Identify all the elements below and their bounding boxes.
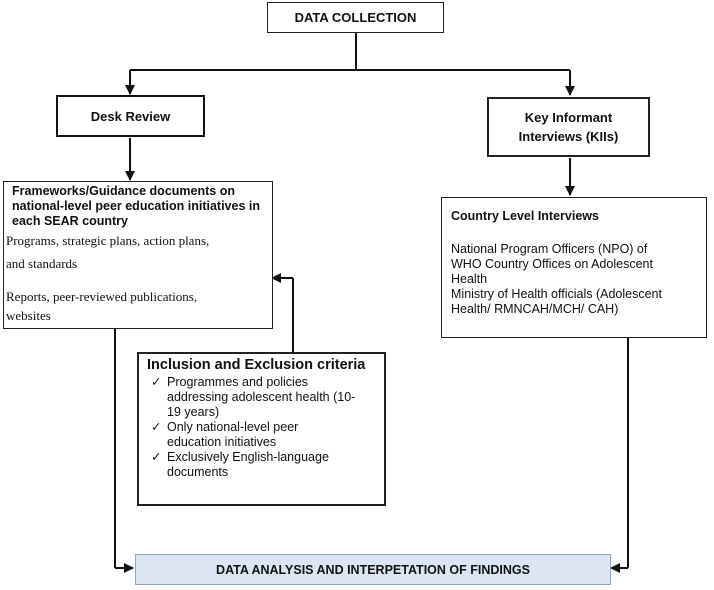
desk-review-box: Desk Review: [56, 95, 205, 137]
criteria-item2-line1: Only national-level peer: [167, 420, 299, 434]
criteria-item3-line1: Exclusively English-language: [167, 450, 329, 464]
data-collection-box: DATA COLLECTION: [267, 2, 444, 33]
country-para1-line2: WHO Country Offices on Adolescent: [451, 257, 653, 271]
data-collection-title: DATA COLLECTION: [294, 10, 417, 25]
criteria-heading: Inclusion and Exclusion criteria: [147, 357, 366, 373]
criteria-item1-line3: 19 years): [167, 405, 220, 419]
country-para1-line1: National Program Officers (NPO) of: [451, 242, 648, 256]
country-para2-line2: Health/ RMNCAH/MCH/ CAH): [451, 302, 619, 316]
kii-box: Key Informant Interviews (KIIs): [487, 97, 650, 157]
country-interviews-heading: Country Level Interviews: [451, 209, 599, 223]
frameworks-item-programs: Programs, strategic plans, action plans,…: [6, 229, 270, 275]
country-para2-line1: Ministry of Health officials (Adolescent: [451, 287, 662, 301]
kii-label-line1: Key Informant: [524, 110, 613, 125]
desk-review-label: Desk Review: [90, 108, 171, 124]
criteria-item2-line2: education initiatives: [167, 435, 277, 449]
check-icon: ✓: [151, 375, 162, 389]
kii-label-line2: Interviews (KIIs): [518, 129, 619, 144]
frameworks-item2-line1: Reports, peer-reviewed publications,: [6, 289, 198, 304]
country-npo-text: National Program Officers (NPO) of WHO C…: [451, 242, 698, 317]
frameworks-item1-line2: and standards: [6, 256, 78, 271]
frameworks-heading-line2: national-level peer education initiative…: [12, 199, 260, 213]
frameworks-item1-line1: Programs, strategic plans, action plans,: [6, 233, 210, 248]
frameworks-heading-line1: Frameworks/Guidance documents on: [12, 184, 235, 198]
criteria-item-english: ✓ Exclusively English-language documents: [147, 450, 377, 480]
criteria-box: Inclusion and Exclusion criteria ✓ Progr…: [137, 352, 386, 506]
criteria-item-national: ✓ Only national-level peer education ini…: [147, 420, 377, 450]
check-icon: ✓: [151, 450, 162, 464]
frameworks-item2-line2: websites: [6, 308, 51, 323]
criteria-item3-line2: documents: [167, 465, 229, 479]
data-analysis-box: DATA ANALYSIS AND INTERPETATION OF FINDI…: [135, 554, 611, 585]
country-para1-line3: Health: [451, 272, 488, 286]
check-icon: ✓: [151, 420, 162, 434]
frameworks-item-reports: Reports, peer-reviewed publications, web…: [6, 287, 270, 325]
frameworks-heading-line3: each SEAR country: [12, 214, 129, 228]
criteria-item-programmes: ✓ Programmes and policies addressing ado…: [147, 375, 377, 420]
criteria-item1-line1: Programmes and policies: [167, 375, 309, 389]
country-interviews-box: Country Level Interviews National Progra…: [441, 197, 707, 338]
criteria-list: ✓ Programmes and policies addressing ado…: [147, 375, 377, 480]
frameworks-box: Frameworks/Guidance documents on nationa…: [3, 181, 273, 329]
criteria-item1-line2: addressing adolescent health (10-: [167, 390, 356, 404]
frameworks-heading: Frameworks/Guidance documents on nationa…: [12, 182, 270, 229]
data-analysis-label: DATA ANALYSIS AND INTERPETATION OF FINDI…: [216, 562, 530, 577]
